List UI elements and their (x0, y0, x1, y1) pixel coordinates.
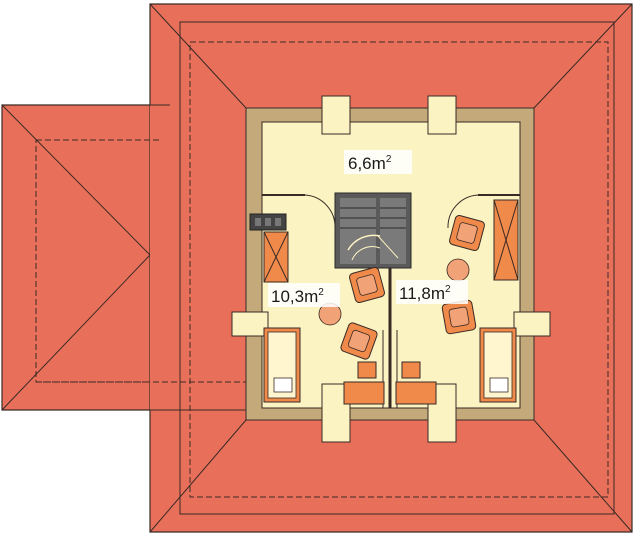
hall-area: 6,6 (348, 154, 372, 173)
label-room-left: 10,3m2 (268, 283, 340, 307)
svg-text:10,3m2: 10,3m2 (271, 287, 324, 306)
armchair-right-top (449, 215, 485, 251)
dormer-side-left (231, 311, 269, 337)
hall-exp: 2 (386, 154, 392, 165)
label-hall: 6,6m2 (344, 150, 412, 174)
staircase (334, 192, 412, 269)
hall-unit: m (372, 154, 386, 173)
interior-partitions (262, 194, 520, 408)
dormer-top-right (427, 95, 457, 135)
dormer-side-right (513, 311, 551, 337)
armchair-right-bottom (441, 299, 477, 335)
room-right-unit: m (431, 284, 445, 303)
bed-left (263, 327, 301, 403)
room-right-exp: 2 (445, 284, 451, 295)
round-table-right (446, 258, 470, 282)
roof-wing-junction (36, 104, 246, 411)
wardrobe-right (493, 199, 519, 281)
room-left-exp: 2 (318, 287, 324, 298)
wardrobe-left (263, 231, 289, 283)
svg-text:6,6m2: 6,6m2 (348, 154, 392, 173)
desk-left (343, 361, 385, 405)
dormer-top-left (321, 95, 351, 135)
chimney (249, 213, 287, 231)
svg-text:11,8m2: 11,8m2 (399, 284, 451, 303)
armchair-left-bottom (340, 322, 378, 360)
room-left-area: 10,3 (271, 287, 304, 306)
room-right-area: 11,8 (399, 284, 431, 303)
room-left-unit: m (304, 287, 318, 306)
bed-right (479, 327, 517, 403)
label-room-right: 11,8m2 (396, 280, 468, 304)
desk-right (395, 361, 437, 405)
armchair-left-top (349, 267, 385, 303)
